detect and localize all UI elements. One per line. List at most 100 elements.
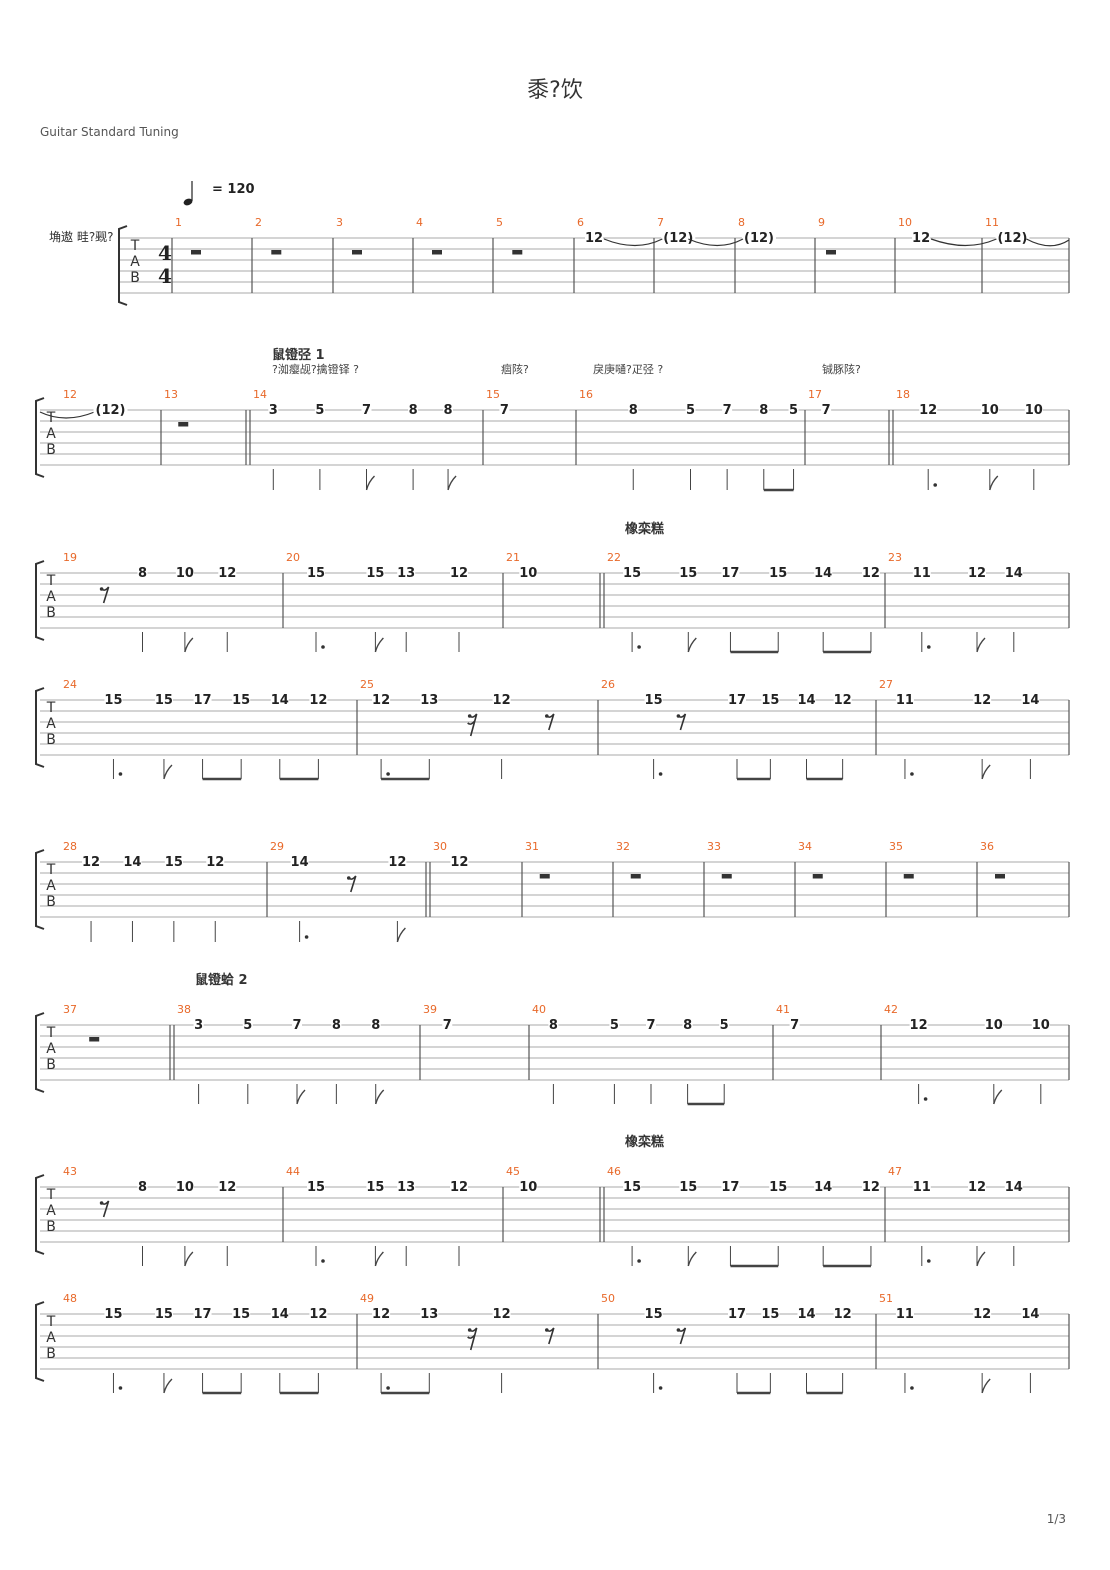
fret-number: 12 xyxy=(450,855,468,870)
fret-bg xyxy=(984,1019,1003,1031)
fret-bg xyxy=(450,856,469,868)
fret-number: 15 xyxy=(769,1180,787,1195)
dot xyxy=(927,645,931,649)
fret-bg xyxy=(519,1181,538,1193)
fret-bg xyxy=(397,1181,416,1193)
whole-rest-icon xyxy=(178,422,189,427)
tab-clef-b: B xyxy=(46,894,56,910)
fret-bg xyxy=(769,567,788,579)
fret-number: (12) xyxy=(997,231,1027,246)
fret-number: 8 xyxy=(138,566,147,581)
section-label-chorus: 橡栾糕 xyxy=(625,1134,664,1150)
tab-clef-t: T xyxy=(46,1187,56,1203)
dot xyxy=(637,1259,641,1263)
fret-number: 8 xyxy=(138,1180,147,1195)
fret-number: 12 xyxy=(834,693,852,708)
fret-bg xyxy=(628,404,639,416)
measure-number: 34 xyxy=(798,840,812,853)
eighth-flag xyxy=(374,637,384,653)
measure-number: 14 xyxy=(253,388,267,401)
measure-number: 33 xyxy=(707,840,721,853)
fret-number: 12 xyxy=(912,231,930,246)
fret-bg xyxy=(661,232,696,244)
fret-bg xyxy=(370,1019,381,1031)
measure-number: 31 xyxy=(525,840,539,853)
fret-bg xyxy=(679,1181,698,1193)
fret-bg xyxy=(232,1308,251,1320)
measure-number: 25 xyxy=(360,678,374,691)
fret-bg xyxy=(761,1308,780,1320)
fret-bg xyxy=(309,1308,328,1320)
fret-bg xyxy=(154,1308,173,1320)
fret-number: 13 xyxy=(420,693,438,708)
fret-bg xyxy=(366,1181,385,1193)
staff-bracket xyxy=(35,687,45,768)
dot xyxy=(304,935,309,939)
tempo-value: = 120 xyxy=(212,182,255,197)
fret-number: 15 xyxy=(623,566,641,581)
fret-bg xyxy=(980,404,999,416)
fret-bg xyxy=(420,694,439,706)
fret-number: 3 xyxy=(269,403,278,418)
measure-number: 3 xyxy=(336,216,343,229)
dot xyxy=(658,1386,663,1390)
fret-bg xyxy=(218,1181,237,1193)
fret-number: 13 xyxy=(397,1180,415,1195)
measure-number: 11 xyxy=(985,216,999,229)
tie-arc xyxy=(930,238,997,247)
fret-bg xyxy=(973,694,992,706)
fret-number: 14 xyxy=(1005,1180,1023,1195)
fret-bg xyxy=(137,567,148,579)
fret-number: 15 xyxy=(165,855,183,870)
fret-number: 8 xyxy=(409,403,418,418)
eighth-flag xyxy=(981,1378,991,1394)
lyric-chord: 痼陔? xyxy=(501,362,529,376)
tab-clef-a: A xyxy=(46,878,56,894)
tab-clef-t: T xyxy=(46,700,56,716)
tab-clef-t: T xyxy=(46,1025,56,1041)
whole-rest-icon xyxy=(89,1037,100,1042)
fret-bg xyxy=(206,856,225,868)
eighth-rest-dot xyxy=(545,714,549,718)
fret-bg xyxy=(968,567,986,579)
fret-bg xyxy=(443,404,454,416)
measure-number: 2 xyxy=(255,216,262,229)
eighth-rest-dot xyxy=(346,876,351,880)
fret-number: 7 xyxy=(362,403,371,418)
time-signature-top: 4 xyxy=(158,241,172,265)
measure-number: 7 xyxy=(657,216,664,229)
tab-clef-b: B xyxy=(46,605,56,621)
whole-rest-icon xyxy=(191,250,201,255)
measure-number: 42 xyxy=(884,1003,898,1016)
tab-clef-t: T xyxy=(46,573,56,589)
measure-number: 8 xyxy=(738,216,745,229)
fret-number: 17 xyxy=(721,1180,739,1195)
fret-bg xyxy=(895,1308,914,1320)
fret-number: 12 xyxy=(206,855,224,870)
lyric-chord: ?洳瘿觇?擒镫铎 ? xyxy=(272,362,359,376)
fret-bg xyxy=(175,1181,194,1193)
fret-bg xyxy=(175,567,194,579)
fret-bg xyxy=(585,232,603,244)
dot xyxy=(118,772,123,776)
fret-number: 14 xyxy=(123,855,141,870)
measure-number: 46 xyxy=(607,1165,621,1178)
fret-number: 15 xyxy=(679,566,697,581)
tab-clef-t: T xyxy=(46,862,56,878)
fret-bg xyxy=(397,567,416,579)
fret-number: 12 xyxy=(450,566,468,581)
measure-number: 10 xyxy=(898,216,912,229)
measure-number: 4 xyxy=(416,216,423,229)
fret-number: 17 xyxy=(721,566,739,581)
fret-number: 12 xyxy=(82,855,100,870)
measure-number: 45 xyxy=(506,1165,520,1178)
eighth-flag xyxy=(993,1089,1003,1105)
whole-rest-icon xyxy=(812,874,823,879)
whole-rest-icon xyxy=(630,874,641,879)
fret-bg xyxy=(164,856,183,868)
fret-bg xyxy=(361,404,372,416)
fret-bg xyxy=(388,856,407,868)
fret-number: 10 xyxy=(1025,403,1043,418)
measure-number: 38 xyxy=(177,1003,191,1016)
